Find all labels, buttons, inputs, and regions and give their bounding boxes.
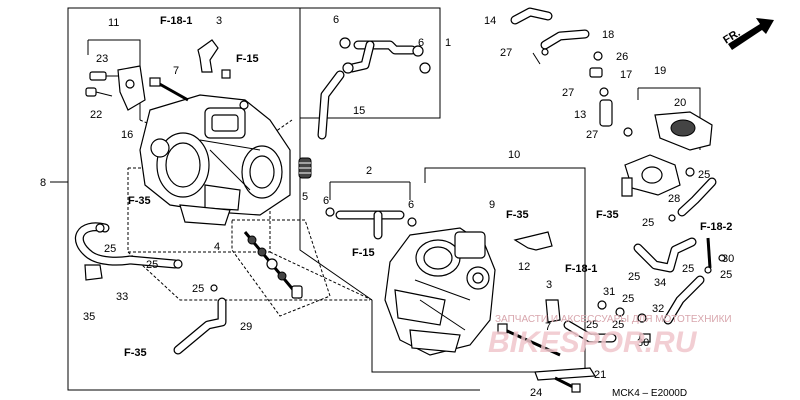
callout-28: 28 — [668, 193, 680, 205]
callout-29: 29 — [240, 321, 252, 333]
callout-26: 26 — [616, 51, 628, 63]
watermark: ЗАПЧАСТИ И АКСЕССУАРЫ ДЛЯ МОТОТЕХНИКИ BI… — [488, 314, 732, 359]
callout-15: 15 — [353, 105, 365, 117]
callout-10: 10 — [508, 149, 520, 161]
callout-25: 25 — [698, 169, 710, 181]
callout-16: 16 — [121, 129, 133, 141]
ref-f18-1-top: F-18-1 — [160, 15, 192, 27]
right-small-fittings — [563, 300, 651, 343]
bracket-21 — [534, 367, 597, 393]
small-parts-26-27-17 — [532, 48, 633, 137]
callout-7: 7 — [173, 65, 179, 77]
callout-8: 8 — [40, 177, 46, 189]
callout-31: 31 — [603, 286, 615, 298]
left-carburetor — [139, 94, 291, 226]
callout-9: 9 — [489, 199, 495, 211]
diagram-code: MCK4 – E2000D — [612, 388, 687, 399]
callout-33: 33 — [116, 291, 128, 303]
callout-25: 25 — [642, 217, 654, 229]
callout-5: 5 — [302, 191, 308, 203]
hose-14 — [510, 7, 553, 25]
callout-21: 21 — [594, 369, 606, 381]
callout-13: 13 — [574, 109, 586, 121]
callout-23: 23 — [96, 53, 108, 65]
callout-25: 25 — [146, 259, 158, 271]
ref-f18-2: F-18-2 — [700, 221, 732, 233]
callout-12: 12 — [518, 261, 530, 273]
cover-19-20 — [654, 111, 713, 151]
jet-kit-4 — [243, 231, 303, 299]
callout-6: 6 — [408, 199, 414, 211]
ref-f35-bottom: F-35 — [124, 347, 147, 359]
callout-6: 6 — [333, 14, 339, 26]
callout-7: 7 — [545, 321, 551, 333]
spring-5 — [298, 157, 312, 179]
hose-29 — [173, 284, 227, 355]
tube-1 — [339, 37, 431, 74]
callout-14: 14 — [484, 15, 496, 27]
t-fitting-2 — [325, 207, 417, 240]
callout-25: 25 — [682, 263, 694, 275]
callout-30: 30 — [722, 253, 734, 265]
ref-f35-mid: F-35 — [506, 209, 529, 221]
left-small-parts — [85, 39, 231, 111]
hose-33 — [74, 222, 183, 281]
callout-34: 34 — [654, 277, 666, 289]
callout-35: 35 — [83, 311, 95, 323]
callout-27: 27 — [562, 87, 574, 99]
callout-27: 27 — [586, 129, 598, 141]
watermark-logo: BIKESPOR.RU — [488, 326, 698, 359]
callout-2: 2 — [366, 165, 372, 177]
hose-28 — [668, 177, 717, 222]
callout-25: 25 — [612, 319, 624, 331]
callout-27: 27 — [500, 47, 512, 59]
hose-34 — [633, 237, 697, 273]
ref-f35-right: F-35 — [596, 209, 619, 221]
callout-30: 30 — [637, 337, 649, 349]
watermark-tagline: ЗАПЧАСТИ И АКСЕССУАРЫ ДЛЯ МОТОТЕХНИКИ — [495, 314, 732, 325]
callout-19: 19 — [654, 65, 666, 77]
ref-f15-mid: F-15 — [352, 247, 375, 259]
callout-22: 22 — [90, 109, 102, 121]
callout-32: 32 — [652, 303, 664, 315]
callout-11: 11 — [108, 17, 119, 29]
callout-1: 1 — [445, 37, 451, 49]
callout-6: 6 — [418, 37, 424, 49]
callout-25: 25 — [720, 269, 732, 281]
callout-25: 25 — [192, 283, 204, 295]
callout-25: 25 — [628, 271, 640, 283]
callout-25: 25 — [622, 293, 634, 305]
callout-3: 3 — [546, 279, 552, 291]
callout-25: 25 — [104, 243, 116, 255]
right-carburetor — [384, 227, 561, 357]
ref-f18-1-mid: F-18-1 — [565, 263, 597, 275]
assembly-frames — [50, 7, 701, 391]
front-direction-arrow — [728, 18, 774, 50]
callout-labels: 11 23 22 16 7 3 8 25 25 33 35 25 29 4 5 … — [40, 14, 734, 399]
callout-3: 3 — [216, 15, 222, 27]
hose-30 — [663, 237, 726, 325]
hose-18 — [540, 29, 590, 50]
callout-25: 25 — [586, 319, 598, 331]
reference-codes: F-18-1 F-15 F-35 F-35 F-15 F-35 F-18-1 F… — [124, 15, 743, 399]
callout-20: 20 — [674, 97, 686, 109]
callout-24: 24 — [530, 387, 542, 399]
hose-15 — [317, 70, 345, 140]
callout-18: 18 — [602, 29, 614, 41]
callout-6: 6 — [323, 195, 329, 207]
callout-4: 4 — [214, 241, 220, 253]
ref-f35-left: F-35 — [128, 195, 151, 207]
callout-17: 17 — [620, 69, 632, 81]
ref-f15-top: F-15 — [236, 53, 259, 65]
valve-assembly — [621, 154, 695, 197]
